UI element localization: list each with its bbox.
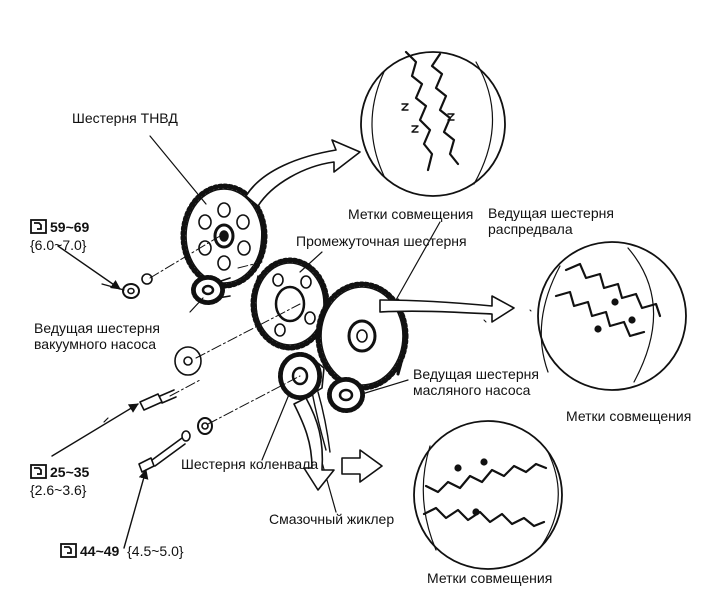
- label-vacuum-pump-gear: Ведущая шестерня вакуумного насоса: [34, 320, 160, 352]
- label-oil-jet: Смазочный жиклер: [269, 511, 395, 527]
- vacuum-pump-gear: [191, 275, 231, 305]
- torque-alt-3: {4.5~5.0}: [127, 543, 184, 559]
- detail-circle-right: [537, 241, 687, 391]
- torque-spec-1: 59~69 {6.0~7.0}: [30, 218, 89, 254]
- oil-pump-gear: [327, 377, 365, 413]
- torque-wrench-icon: [30, 219, 47, 234]
- label-idler-gear: Промежуточная шестерня: [296, 233, 467, 249]
- detail-circle-top: [360, 50, 506, 197]
- fasteners: [122, 273, 213, 473]
- torque-wrench-icon: [60, 543, 77, 558]
- oil-jet: [311, 391, 331, 453]
- label-tnvd-gear: Шестерня ТНВД: [72, 110, 178, 126]
- center-lines: [149, 235, 301, 425]
- label-alignment-marks-right: Метки совмещения: [566, 408, 692, 424]
- torque-value-3: 44~49: [80, 543, 120, 559]
- label-alignment-marks-bottom: Метки совмещения: [427, 570, 553, 586]
- specks: [483, 309, 532, 323]
- label-alignment-marks-top: Метки совмещения: [348, 206, 474, 222]
- label-camshaft-drive-gear: Ведущая шестерня распредвала: [488, 205, 614, 237]
- crankshaft-gear: [278, 352, 325, 400]
- torque-alt-1: {6.0~7.0}: [30, 237, 87, 253]
- torque-spec-3: 44~49 {4.5~5.0}: [60, 542, 184, 560]
- label-crankshaft-gear: Шестерня коленвала: [181, 456, 319, 472]
- torque-wrench-icon: [30, 464, 47, 479]
- torque-arrows: [51, 245, 149, 549]
- detail-circle-bottom: [413, 420, 563, 570]
- flow-arrows: [245, 139, 515, 491]
- torque-spec-2: 25~35 {2.6~3.6}: [30, 463, 89, 499]
- torque-value-2: 25~35: [50, 464, 90, 480]
- torque-alt-2: {2.6~3.6}: [30, 482, 87, 498]
- label-oil-pump-gear: Ведущая шестерня масляного насоса: [413, 366, 539, 398]
- torque-value-1: 59~69: [50, 219, 90, 235]
